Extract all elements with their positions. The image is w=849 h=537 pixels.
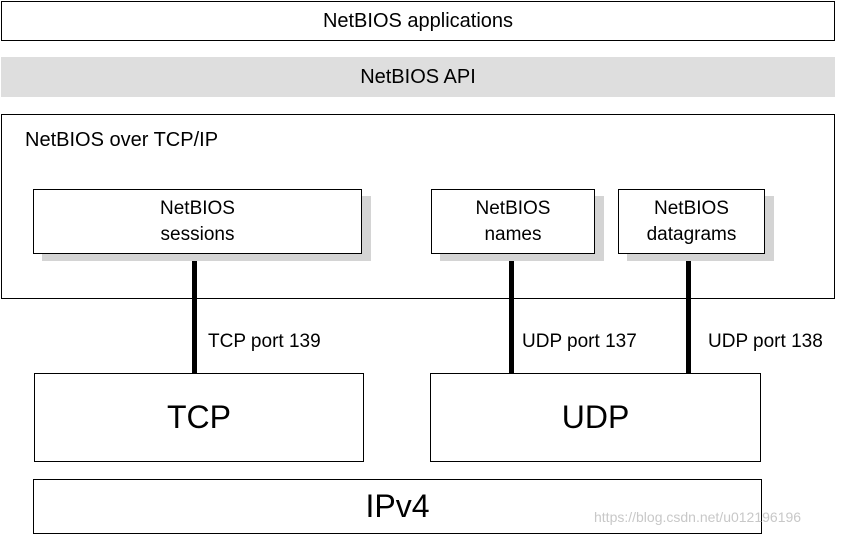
netbios-datagrams-label: NetBIOS datagrams xyxy=(646,197,737,245)
udp-label: UDP xyxy=(561,399,630,435)
watermark-text: https://blog.csdn.net/u012196196 xyxy=(594,509,802,525)
netbios-api-layer: NetBIOS API xyxy=(1,57,835,97)
netbios-api-label: NetBIOS API xyxy=(360,65,476,88)
udp-port-138-label: UDP port 138 xyxy=(708,331,823,352)
netbios-names-box: NetBIOS names xyxy=(431,189,595,254)
netbios-datagrams-box: NetBIOS datagrams xyxy=(618,189,765,254)
netbios-sessions-label: NetBIOS sessions xyxy=(160,197,235,245)
ipv4-label: IPv4 xyxy=(365,488,430,524)
netbios-applications-layer: NetBIOS applications xyxy=(1,1,835,41)
netbios-over-tcpip-label: NetBIOS over TCP/IP xyxy=(25,129,219,151)
udp-port-137-label: UDP port 137 xyxy=(522,331,637,352)
tcp-label: TCP xyxy=(167,399,231,435)
tcp-box: TCP xyxy=(34,373,364,462)
udp-box: UDP xyxy=(430,373,761,462)
netbios-sessions-box: NetBIOS sessions xyxy=(33,189,362,254)
ipv4-box: IPv4 xyxy=(33,479,762,534)
netbios-names-label: NetBIOS names xyxy=(475,197,551,245)
netbios-applications-label: NetBIOS applications xyxy=(322,9,514,32)
tcp-port-139-label: TCP port 139 xyxy=(208,331,321,352)
connector-names-udp xyxy=(509,261,514,374)
connector-sessions-tcp xyxy=(192,261,197,374)
connector-datagrams-udp xyxy=(686,261,691,374)
